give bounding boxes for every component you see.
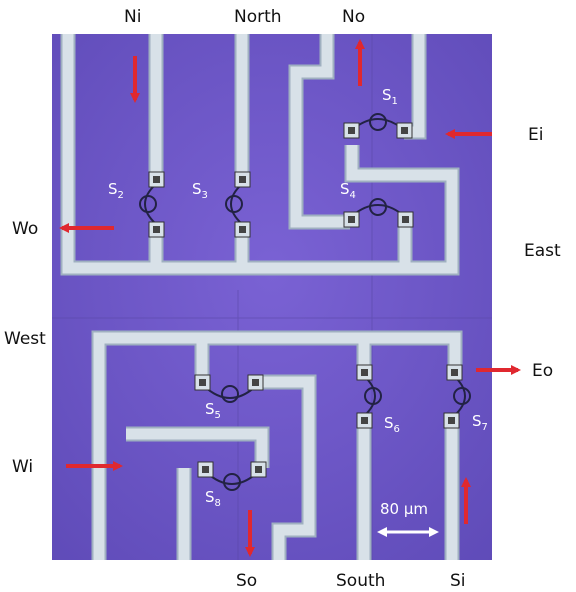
switch-label-s5: S5	[205, 400, 221, 421]
port-label-wo: Wo	[12, 219, 38, 239]
switch-label-s4: S4	[340, 180, 356, 201]
port-label-wi: Wi	[12, 457, 33, 477]
port-label-north: North	[234, 7, 282, 27]
scale-bar-label: 80 μm	[380, 500, 428, 518]
signal-arrows	[59, 39, 521, 557]
switch-s7-device	[443, 364, 471, 429]
port-label-no: No	[342, 7, 365, 27]
switch-s8-device	[197, 461, 267, 491]
port-label-so: So	[236, 571, 257, 591]
switch-s6-device	[356, 364, 382, 429]
port-label-si: Si	[450, 571, 466, 591]
switch-label-s7: S7	[472, 412, 488, 433]
switch-s3-device	[225, 171, 251, 238]
switch-s5-device	[194, 374, 264, 403]
port-label-south: South	[336, 571, 385, 591]
port-label-ei: Ei	[528, 125, 543, 145]
port-label-ni: Ni	[124, 7, 141, 27]
switch-s4-device	[343, 198, 414, 228]
switch-label-s2: S2	[108, 180, 124, 201]
switch-label-s1: S1	[382, 86, 398, 107]
switch-s1-device	[343, 113, 413, 139]
switch-label-s3: S3	[192, 180, 208, 201]
port-label-eo: Eo	[532, 361, 553, 381]
port-label-east: East	[524, 241, 561, 261]
port-label-west: West	[4, 329, 46, 349]
switch-label-s8: S8	[205, 488, 221, 509]
switch-label-s6: S6	[384, 414, 400, 435]
switch-s2-device	[139, 171, 165, 238]
